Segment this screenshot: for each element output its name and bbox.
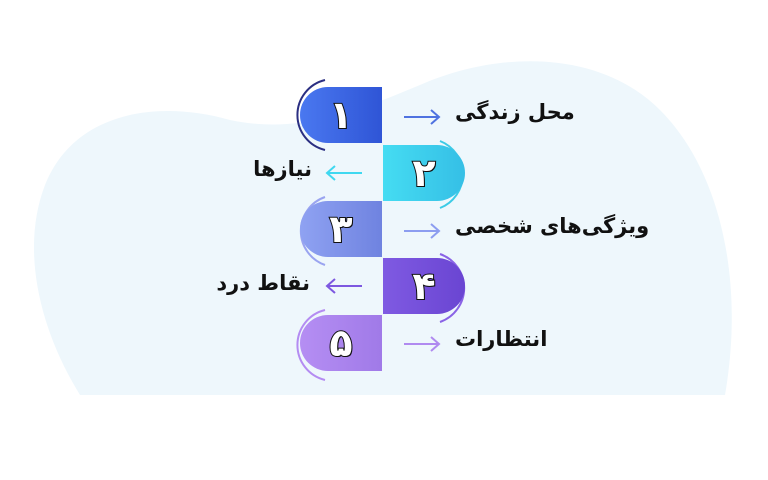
- step-3-label: ویژگی‌های شخصی: [455, 214, 650, 238]
- step-4-badge: ۴: [383, 258, 465, 314]
- step-5-badge: ۵: [300, 315, 382, 371]
- arrow-left-icon: [325, 278, 362, 294]
- step-3-number: ۳: [328, 206, 353, 252]
- step-3-badge: ۳: [300, 201, 382, 257]
- step-2-label: نیازها: [253, 157, 312, 181]
- step-4-label: نقاط درد: [216, 271, 310, 295]
- step-1-badge: ۱: [300, 87, 382, 143]
- step-4-number: ۴: [411, 263, 436, 309]
- step-5-number: ۵: [328, 320, 353, 366]
- step-1-label: محل زندگی: [455, 100, 575, 124]
- arrow-right-icon: [404, 223, 441, 239]
- arrow-left-icon: [325, 165, 362, 181]
- step-2-badge: ۲: [383, 145, 465, 201]
- step-5-label: انتظارات: [455, 327, 548, 351]
- step-2-number: ۲: [411, 150, 436, 196]
- arrow-right-icon: [404, 336, 441, 352]
- arrow-right-icon: [404, 109, 441, 125]
- step-1-number: ۱: [328, 92, 353, 138]
